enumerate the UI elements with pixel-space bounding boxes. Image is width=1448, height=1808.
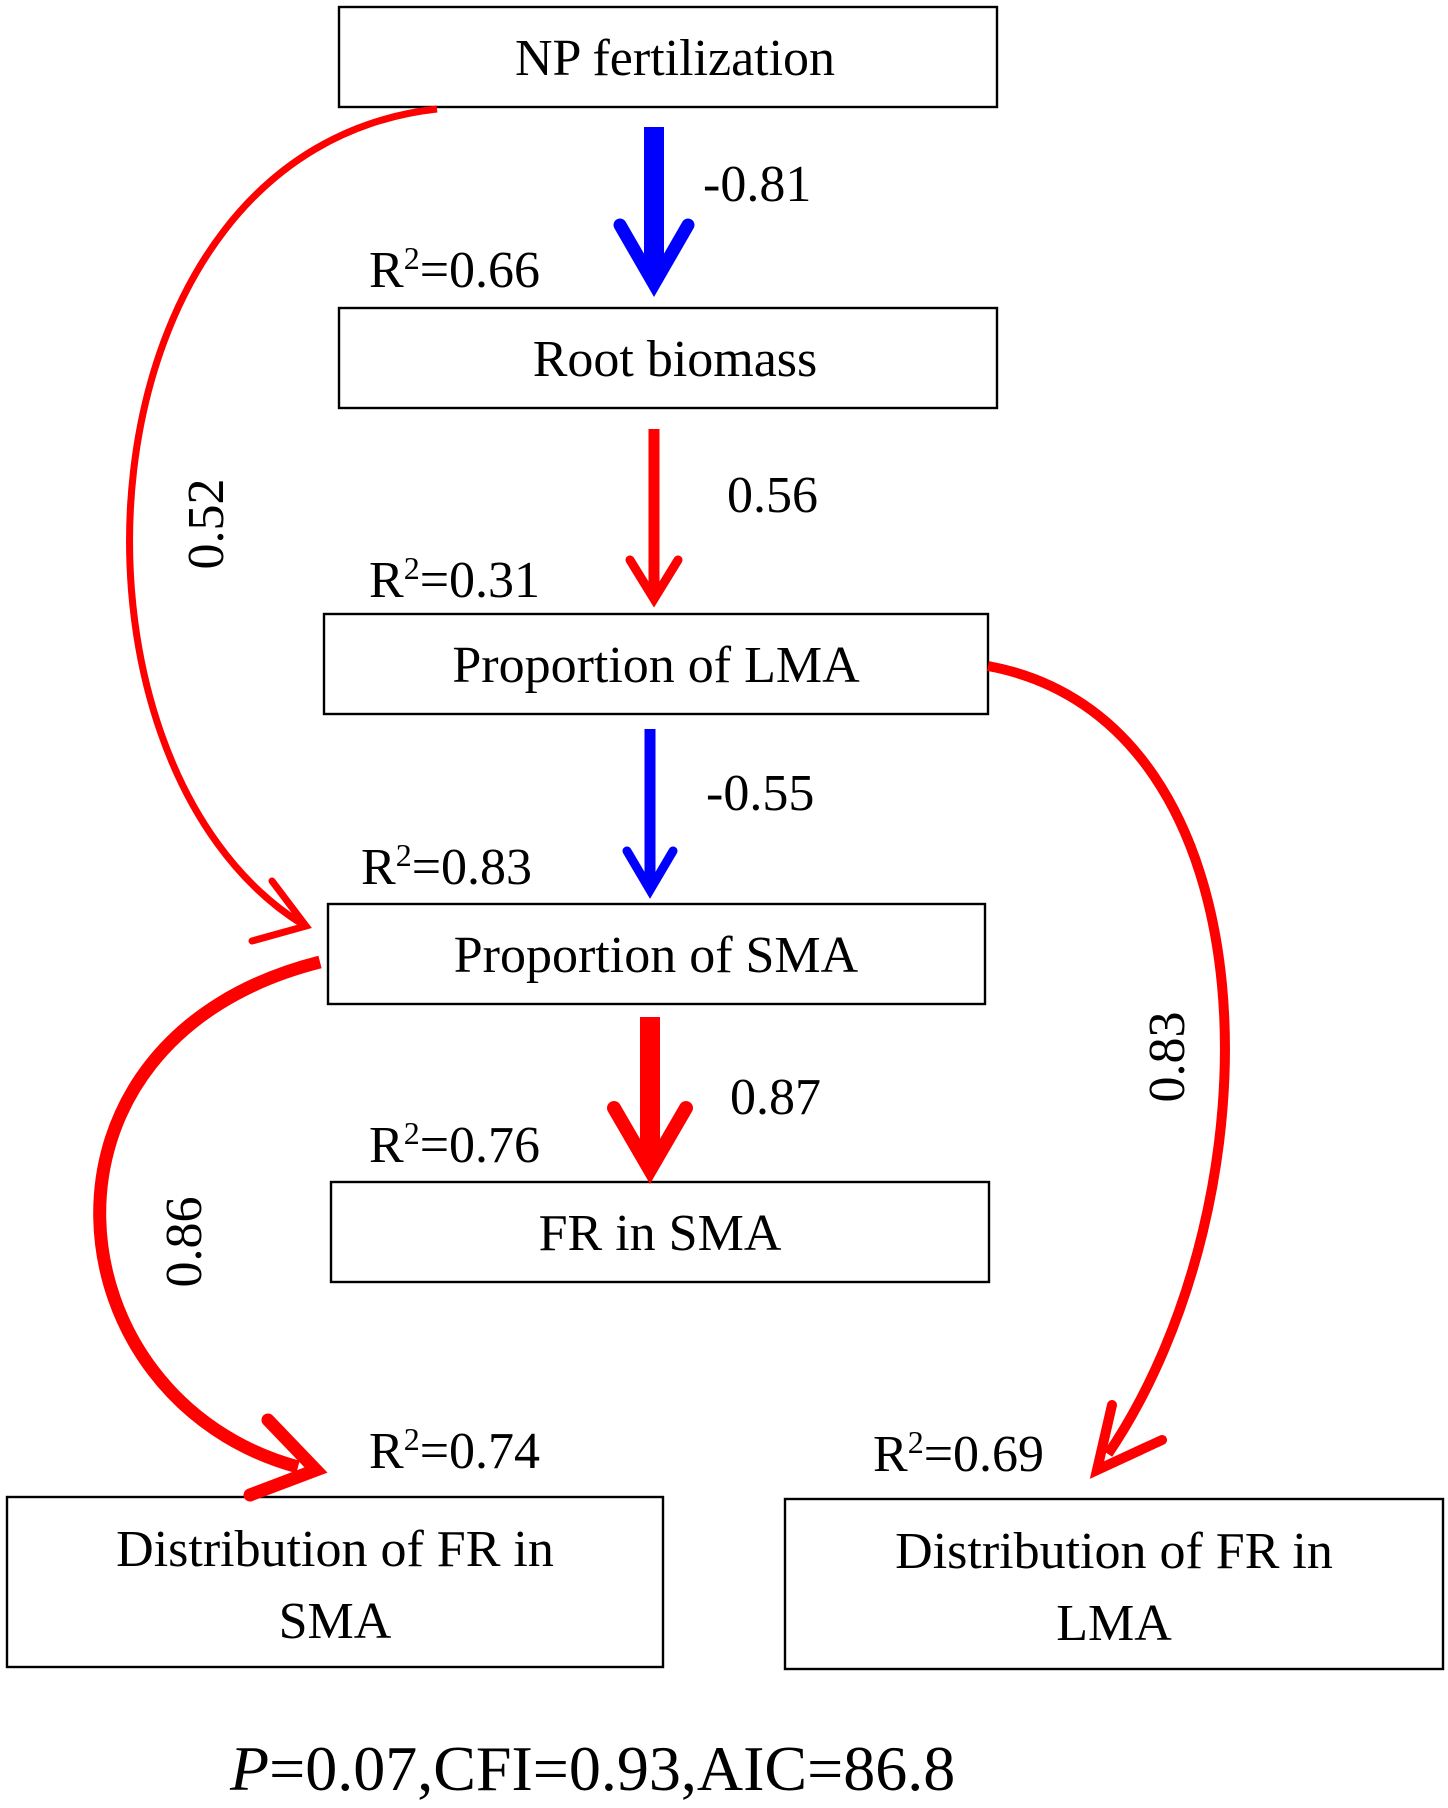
node-sma-label: Proportion of SMA [454, 927, 859, 984]
node-dist-sma-line2: SMA [279, 1593, 392, 1650]
coef-lma-dist: 0.83 [1139, 1012, 1196, 1103]
node-proportion-sma: Proportion of SMA [326, 902, 987, 1006]
r2-proportion-sma: R2=0.83 [361, 837, 532, 896]
node-distribution-fr-lma: Distribution of FR in LMA [783, 1497, 1445, 1671]
model-fit-statistics: P=0.07,CFI=0.93,AIC=86.8 [229, 1733, 955, 1804]
path-lma-to-dist [987, 661, 1230, 1479]
coef-sma-fr: 0.87 [730, 1069, 821, 1126]
r2-root-biomass: R2=0.66 [369, 240, 540, 299]
path-np-to-sma [126, 105, 438, 945]
coef-lma-sma: -0.55 [706, 765, 814, 822]
node-dist-lma-line2: LMA [1056, 1595, 1172, 1652]
r2-distribution-fr-lma: R2=0.69 [873, 1424, 1044, 1483]
node-distribution-fr-sma: Distribution of FR in SMA [5, 1495, 665, 1669]
path-sma-to-fr [607, 1017, 693, 1184]
node-lma-label: Proportion of LMA [452, 637, 860, 694]
r2-distribution-fr-sma: R2=0.74 [369, 1421, 540, 1480]
path-lma-to-sma [622, 729, 678, 899]
coef-np-root: -0.81 [703, 156, 811, 213]
path-sma-to-dist [93, 955, 328, 1502]
path-np-to-root [613, 127, 695, 298]
node-dist-sma-line1: Distribution of FR in [116, 1521, 554, 1578]
path-root-to-lma [625, 429, 683, 608]
coef-sma-dist: 0.86 [156, 1197, 213, 1288]
node-dist-lma-line1: Distribution of FR in [895, 1523, 1333, 1580]
node-fr-label: FR in SMA [539, 1205, 782, 1262]
coef-root-lma: 0.56 [727, 467, 818, 524]
r2-fr-in-sma: R2=0.76 [369, 1115, 540, 1174]
node-fr-in-sma: FR in SMA [329, 1180, 991, 1284]
node-root-label: Root biomass [533, 331, 818, 388]
r2-proportion-lma: R2=0.31 [369, 550, 540, 609]
node-np-label: NP fertilization [515, 30, 835, 87]
coef-np-sma: 0.52 [178, 479, 235, 570]
node-proportion-lma: Proportion of LMA [322, 612, 990, 716]
node-np-fertilization: NP fertilization [337, 5, 999, 109]
node-root-biomass: Root biomass [337, 306, 999, 410]
